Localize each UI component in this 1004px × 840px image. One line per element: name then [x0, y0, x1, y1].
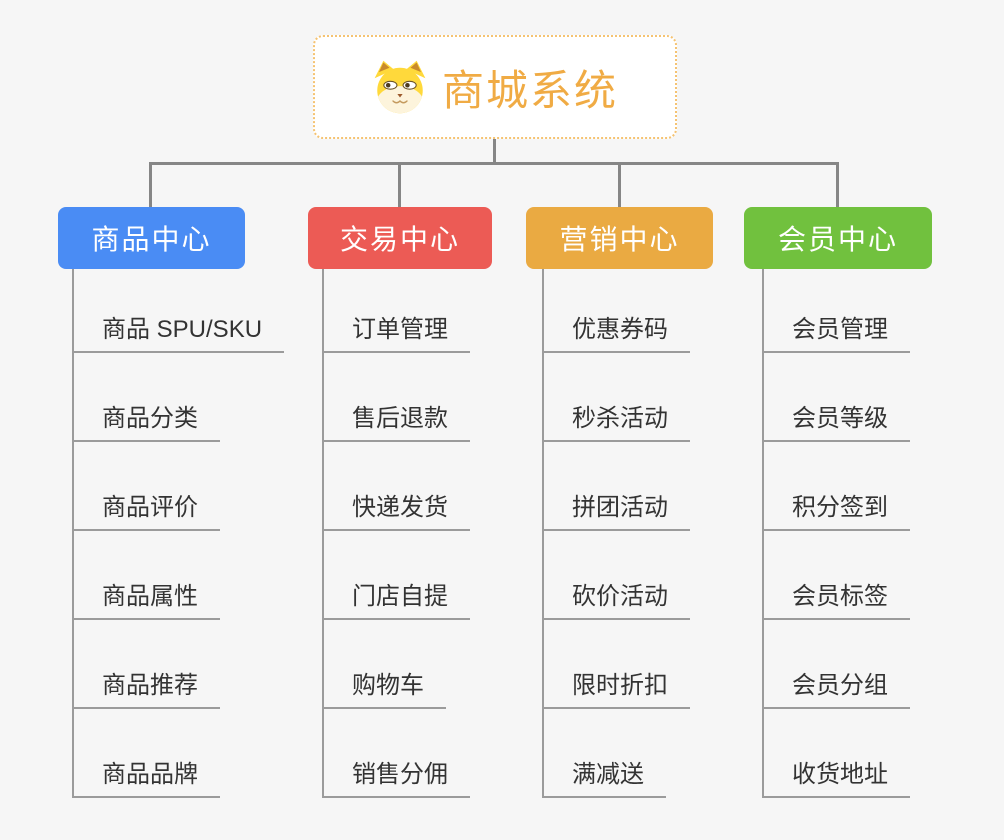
leaf-node[interactable]: 商品属性: [72, 576, 220, 620]
leaf-node[interactable]: 快递发货: [322, 487, 470, 531]
connector-drop-branch-0: [149, 162, 152, 207]
leaf-node[interactable]: 商品分类: [72, 398, 220, 442]
leaf-node[interactable]: 积分签到: [762, 487, 910, 531]
leaf-node[interactable]: 商品评价: [72, 487, 220, 531]
connector-drop-branch-2: [618, 162, 621, 207]
connector-drop-branch-1: [398, 162, 401, 207]
leaf-node[interactable]: 会员管理: [762, 309, 910, 353]
root-node-mall-system[interactable]: 商城系统: [313, 35, 677, 139]
leaf-node[interactable]: 满减送: [542, 754, 666, 798]
leaf-node[interactable]: 秒杀活动: [542, 398, 690, 442]
leaf-node[interactable]: 商品品牌: [72, 754, 220, 798]
leaf-node[interactable]: 销售分佣: [322, 754, 470, 798]
branch-node-product-center[interactable]: 商品中心: [58, 207, 245, 269]
leaf-column-member-center: 会员管理 会员等级 积分签到 会员标签 会员分组 收货地址: [762, 269, 910, 798]
leaf-node[interactable]: 商品推荐: [72, 665, 220, 709]
root-node-label: 商城系统: [441, 66, 618, 114]
leaf-node[interactable]: 优惠券码: [542, 309, 690, 353]
connector-bus: [149, 162, 839, 165]
leaf-column-product-center: 商品 SPU/SKU 商品分类 商品评价 商品属性 商品推荐 商品品牌: [72, 269, 285, 798]
leaf-node[interactable]: 订单管理: [322, 309, 470, 353]
leaf-node[interactable]: 砍价活动: [542, 576, 690, 620]
connector-root-stem: [493, 139, 496, 163]
leaf-node[interactable]: 会员等级: [762, 398, 910, 442]
branch-node-member-center[interactable]: 会员中心: [744, 207, 932, 269]
leaf-node[interactable]: 会员标签: [762, 576, 910, 620]
branch-node-marketing-center[interactable]: 营销中心: [526, 207, 713, 269]
leaf-node[interactable]: 拼团活动: [542, 487, 690, 531]
shiba-dog-icon: [374, 60, 426, 114]
leaf-node[interactable]: 门店自提: [322, 576, 470, 620]
branch-node-trade-center[interactable]: 交易中心: [308, 207, 492, 269]
leaf-node[interactable]: 商品 SPU/SKU: [72, 309, 285, 353]
leaf-column-trade-center: 订单管理 售后退款 快递发货 门店自提 购物车 销售分佣: [322, 269, 470, 798]
leaf-node[interactable]: 会员分组: [762, 665, 910, 709]
leaf-node[interactable]: 限时折扣: [542, 665, 690, 709]
connector-drop-branch-3: [836, 162, 839, 207]
leaf-node[interactable]: 购物车: [322, 665, 446, 709]
leaf-node[interactable]: 收货地址: [762, 754, 910, 798]
leaf-node[interactable]: 售后退款: [322, 398, 470, 442]
leaf-column-marketing-center: 优惠券码 秒杀活动 拼团活动 砍价活动 限时折扣 满减送: [542, 269, 690, 798]
